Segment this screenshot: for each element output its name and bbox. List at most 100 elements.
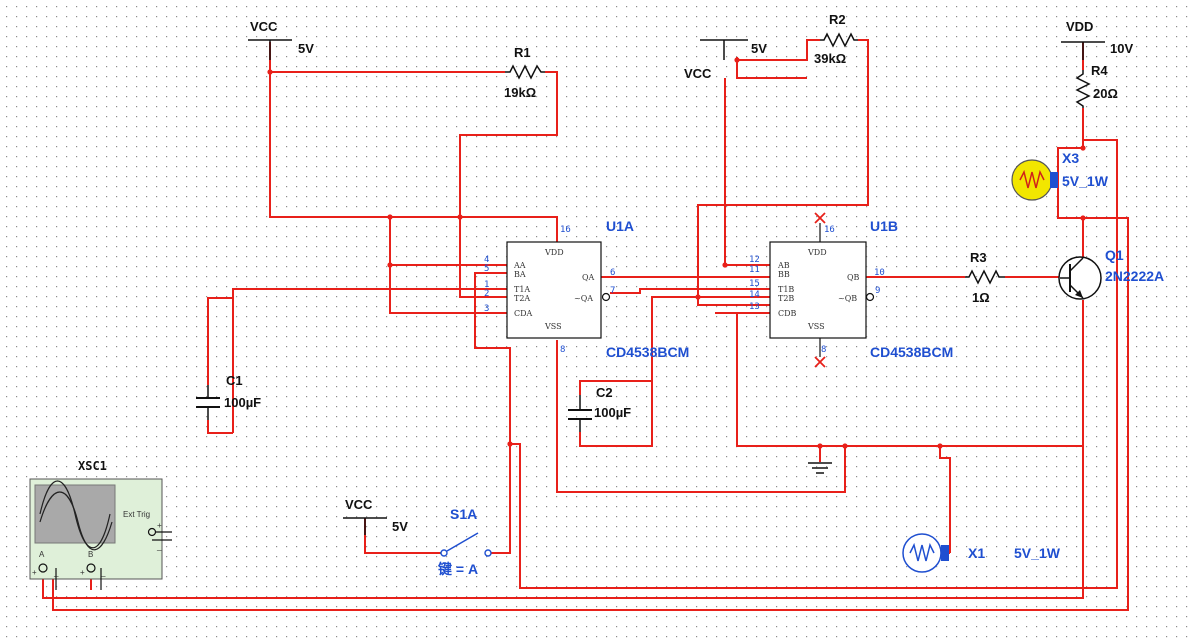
r4-ref: R4 — [1091, 63, 1108, 78]
wire-c2-bottom — [579, 381, 653, 447]
vcc1-value: 5V — [298, 41, 314, 56]
wire-nqa — [610, 288, 770, 294]
r1-ref: R1 — [514, 45, 531, 60]
u1a-pin-6: 6 — [610, 268, 615, 278]
u1b-pin-name: AB — [777, 261, 790, 270]
junction — [734, 57, 740, 63]
junction — [842, 443, 848, 449]
u1a-pin-7: 7 — [610, 286, 615, 296]
r4-value: 20Ω — [1093, 86, 1118, 101]
u1b-vdd-label: VDD — [807, 248, 827, 257]
u1a-pin-name: CDA — [514, 309, 533, 318]
u1a-pin-num: 1 — [484, 280, 489, 290]
wire-scope-a — [42, 300, 1084, 599]
junction — [267, 69, 273, 75]
vdd-value: 10V — [1110, 41, 1133, 56]
wire-ground-bus — [736, 313, 940, 447]
c1-value: 100µF — [224, 395, 261, 410]
vcc2-label: VCC — [684, 66, 712, 81]
resistor-r2[interactable]: R2 39kΩ — [814, 12, 858, 66]
junction — [457, 214, 463, 220]
r3-ref: R3 — [970, 250, 987, 265]
wire-vcc2 — [736, 57, 807, 79]
u1a-pin-name: T2A — [514, 294, 530, 303]
u1a-left-pins: 4 AA 5 BA 1 T1A 2 T2A 3 CDA — [484, 255, 533, 318]
junction — [507, 441, 513, 447]
xsc1-ref: XSC1 — [78, 459, 107, 473]
r1-value: 19kΩ — [504, 85, 536, 100]
channel-b-label: B — [88, 550, 93, 559]
capacitor-c2[interactable]: C2 100µF — [568, 385, 631, 432]
junctions — [267, 57, 1086, 449]
c2-ref: C2 — [596, 385, 613, 400]
u1a-vdd-label: VDD — [544, 248, 564, 257]
resistor-r3[interactable]: R3 1Ω — [965, 250, 1005, 305]
q1-ref: Q1 — [1105, 247, 1124, 263]
u1a-part: CD4538BCM — [606, 344, 689, 360]
u1b-pin-name: BB — [778, 270, 790, 279]
r3-value: 1Ω — [972, 290, 990, 305]
wire-c1-top — [207, 297, 233, 385]
u1b-ref: U1B — [870, 218, 898, 234]
u1a-vss-label: VSS — [544, 322, 562, 331]
vcc1-supply[interactable]: VCC 5V — [248, 19, 314, 60]
channel-a-terminal[interactable] — [38, 563, 48, 573]
u1a-qa-label: QA — [582, 273, 595, 282]
u1b-pin-16: 16 — [824, 225, 835, 235]
u1b-pin-9: 9 — [875, 286, 880, 296]
channel-b-plus: + — [80, 568, 85, 577]
resistor-r4[interactable]: R4 20Ω — [1075, 63, 1118, 108]
u1b-pin-num: 13 — [749, 302, 760, 312]
u1b-qb-label: QB — [847, 273, 860, 282]
x1-ref: X1 — [968, 545, 985, 561]
vcc3-supply[interactable]: VCC 5V — [343, 497, 408, 535]
u1a-pin-8: 8 — [560, 345, 565, 355]
lamp-x1[interactable]: X1 5V_1W — [902, 533, 1061, 573]
u1b-pin-name: CDB — [778, 309, 797, 318]
channel-a-label: A — [39, 550, 45, 559]
chip-u1b[interactable]: U1B CD4538BCM VDD VSS 16 8 12 AB 11 BB 1… — [749, 218, 953, 360]
u1a-pin-16: 16 — [560, 225, 571, 235]
u1a-ref: U1A — [606, 218, 634, 234]
u1b-pin-name: T2B — [778, 294, 794, 303]
u1b-nqb-label: ~QB — [838, 294, 857, 303]
capacitor-c1[interactable]: C1 100µF — [196, 373, 261, 420]
wire-ba — [474, 139, 1118, 589]
u1a-pin-name: BA — [514, 270, 526, 279]
channel-b-terminal[interactable] — [86, 563, 96, 573]
resistor-r1[interactable]: R1 19kΩ — [504, 45, 545, 100]
wire-r1-to-t2a — [459, 71, 558, 298]
r2-value: 39kΩ — [814, 51, 846, 66]
chip-u1a[interactable]: U1A CD4538BCM VDD VSS 16 8 4 AA 5 BA 1 T… — [484, 218, 689, 360]
c2-value: 100µF — [594, 405, 631, 420]
junction — [387, 262, 393, 268]
wire-u1a-vss — [556, 340, 846, 493]
ext-trig-minus: _ — [156, 542, 162, 551]
switch-s1a[interactable]: S1A 键 = A — [437, 506, 492, 577]
x1-value: 5V_1W — [1014, 545, 1061, 561]
ext-trig-plus: + — [157, 521, 162, 530]
u1a-pin-num: 4 — [484, 255, 489, 265]
channel-b-minus: _ — [100, 568, 106, 577]
vdd-supply[interactable]: VDD 10V — [1061, 19, 1133, 60]
no-connect-marks — [814, 212, 826, 368]
transistor-q1[interactable]: Q1 2N2222A — [1058, 247, 1164, 300]
vdd-label: VDD — [1066, 19, 1093, 34]
wire-c1-t1a — [232, 288, 507, 433]
wire-r2-right — [697, 39, 869, 306]
u1a-pin-num: 5 — [484, 264, 489, 274]
lamp-x3[interactable]: X3 5V_1W — [1011, 150, 1109, 201]
vcc2-supply[interactable]: VCC 5V — [684, 39, 767, 81]
oscilloscope-xsc1[interactable]: XSC1 Ext Trig + _ A B + _ + _ — [29, 459, 172, 590]
wire-cda — [389, 265, 507, 314]
channel-a-plus: + — [32, 568, 37, 577]
u1b-vss-label: VSS — [807, 322, 825, 331]
u1a-pin-name: T1A — [514, 285, 530, 294]
junction — [1080, 145, 1086, 151]
ground-symbol[interactable] — [808, 462, 832, 474]
u1b-pin-10: 10 — [874, 268, 885, 278]
wire-switch-out — [490, 444, 511, 554]
junction — [817, 443, 823, 449]
wire-vcc2-rail — [737, 39, 820, 61]
